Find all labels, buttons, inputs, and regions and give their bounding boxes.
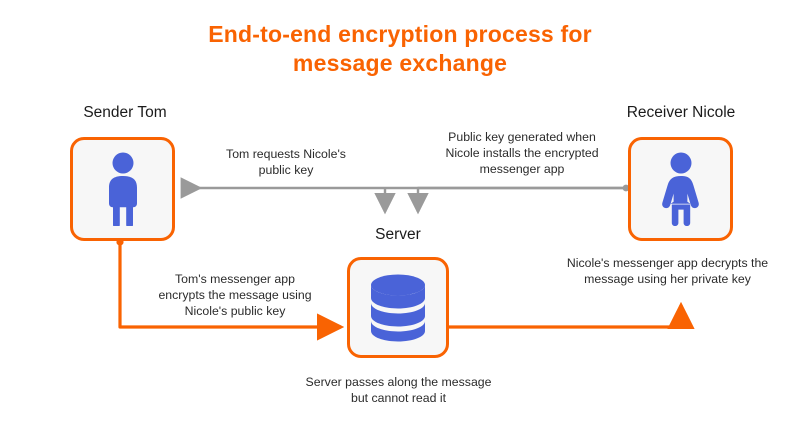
title-line-1: End-to-end encryption process for xyxy=(208,21,592,47)
node-label-server: Server xyxy=(375,226,421,243)
node-label-sender: Sender Tom xyxy=(83,104,167,121)
note-server-passes: Server passes along the message but cann… xyxy=(305,375,492,405)
person-woman-icon xyxy=(631,140,730,238)
title-line-2: message exchange xyxy=(292,50,508,76)
database-cylinder-icon xyxy=(350,260,446,355)
note-nicole-decrypts: Nicole's messenger app decrypts the mess… xyxy=(566,256,769,286)
note-public-key-generated: Public key generated when Nicole install… xyxy=(445,130,599,176)
page-title: End-to-end encryption process for messag… xyxy=(0,20,800,78)
edge-key-to-tom xyxy=(180,177,630,199)
node-label-receiver: Receiver Nicole xyxy=(626,104,736,121)
note-tom-encrypts: Tom's messenger app encrypts the message… xyxy=(158,272,312,318)
node-box-server[interactable] xyxy=(347,257,449,358)
note-request-key: Tom requests Nicole's public key xyxy=(226,147,346,177)
person-man-icon xyxy=(73,140,172,238)
node-box-sender[interactable] xyxy=(70,137,175,241)
edge-key-to-server-right xyxy=(407,186,626,215)
edge-server-to-nicole xyxy=(448,301,695,329)
node-box-receiver[interactable] xyxy=(628,137,733,241)
